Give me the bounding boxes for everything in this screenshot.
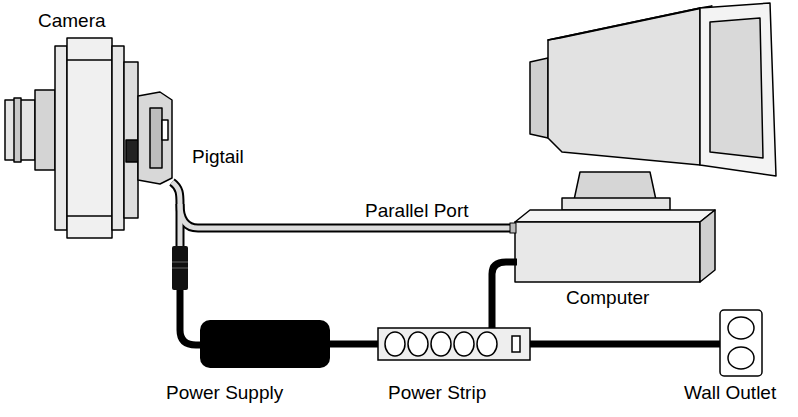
camera-body — [67, 38, 112, 238]
body-rib — [67, 215, 112, 217]
strip-socket — [385, 332, 405, 356]
power-supply-brick — [200, 320, 330, 368]
body-rib — [67, 59, 112, 61]
strip-socket — [454, 332, 474, 356]
computer-illustration — [515, 210, 715, 282]
part-label: Wall Outlet — [684, 382, 776, 404]
outlet-plate — [720, 310, 762, 376]
camera-plate — [112, 46, 124, 230]
computer-side — [700, 210, 715, 282]
connector-body — [172, 246, 188, 290]
strip-switch — [512, 336, 520, 352]
part-label: Pigtail — [192, 146, 244, 168]
camera-plate — [55, 46, 67, 230]
monitor-top — [548, 6, 712, 40]
monitor-illustration — [530, 3, 776, 210]
pigtail-cable — [172, 182, 516, 248]
monitor-body — [548, 8, 700, 165]
computer-power-cable — [492, 262, 517, 332]
lens-mount — [35, 90, 55, 170]
connector-ridge — [172, 268, 188, 269]
computer-top — [515, 210, 715, 222]
ac-cable — [328, 341, 382, 348]
strip-socket — [477, 332, 497, 356]
connector-screw — [162, 120, 168, 140]
outlet-socket — [728, 347, 754, 369]
monitor-neck — [574, 172, 656, 200]
part-label: Computer — [566, 287, 649, 309]
connector-face — [150, 108, 162, 168]
dc-connector — [172, 246, 188, 290]
connector-ridge — [172, 262, 188, 263]
part-label: Camera — [38, 10, 106, 32]
strip-socket — [431, 332, 451, 356]
part-label: Power Strip — [388, 382, 486, 404]
computer-front — [515, 222, 700, 282]
part-label: Parallel Port — [365, 200, 469, 222]
power-strip-illustration — [378, 328, 530, 360]
lens-ring — [14, 98, 21, 162]
db25-connector — [138, 92, 172, 184]
monitor-back — [530, 58, 548, 138]
monitor-bezel — [700, 3, 776, 176]
strip-cable — [526, 341, 724, 348]
port-plug — [510, 223, 516, 233]
wall-outlet-illustration — [720, 310, 762, 376]
strip-body — [378, 328, 530, 360]
strip-socket — [408, 332, 428, 356]
monitor-stand — [562, 198, 670, 210]
monitor-screen — [710, 18, 763, 158]
part-label: Power Supply — [166, 382, 283, 404]
outlet-socket — [728, 317, 754, 339]
camera-illustration — [5, 38, 172, 238]
